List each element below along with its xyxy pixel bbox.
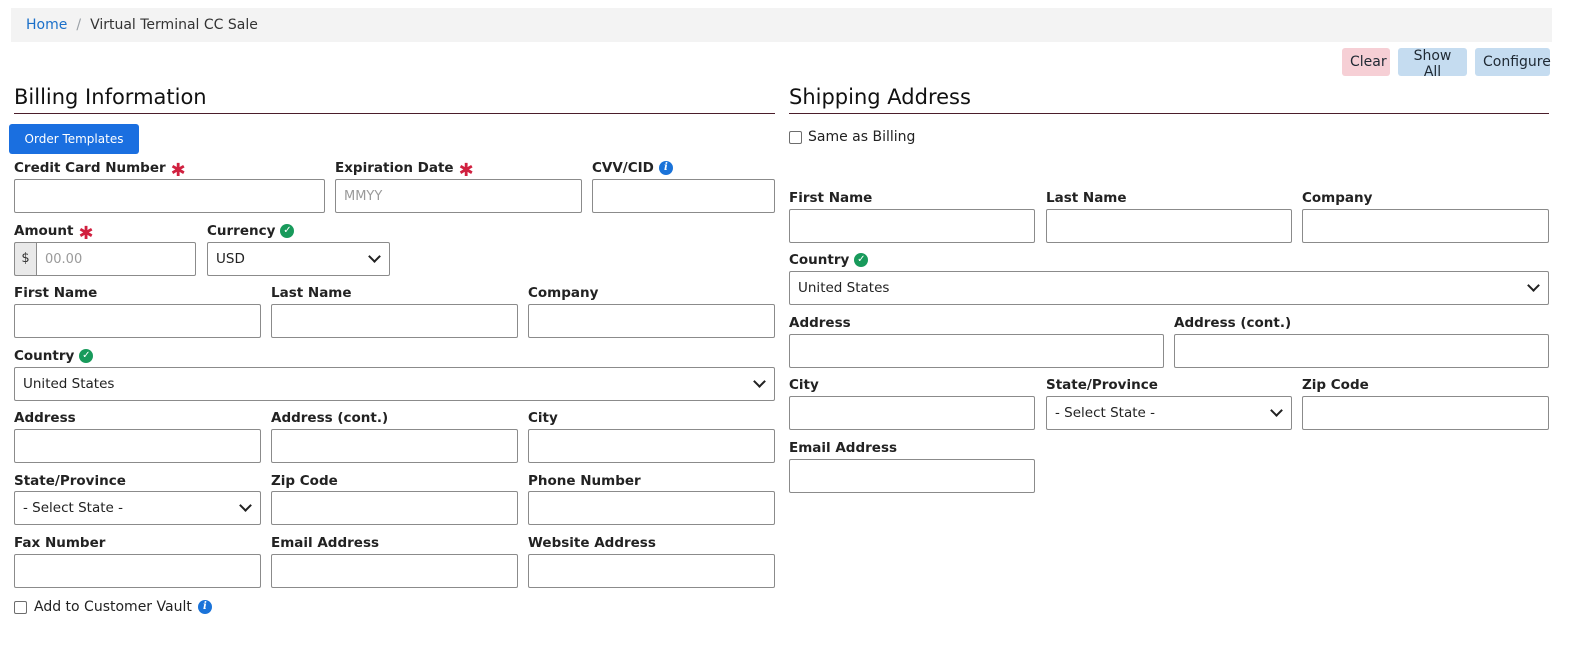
- asterisk-icon: ✱: [170, 160, 186, 181]
- credit-card-number-input[interactable]: [14, 179, 325, 213]
- billing-last-name-label: Last Name: [271, 285, 352, 301]
- same-as-billing-label: Same as Billing: [808, 129, 916, 145]
- cvv-label: CVV/CID i: [592, 160, 673, 176]
- billing-information-heading: Billing Information: [14, 84, 775, 114]
- billing-city-input[interactable]: [528, 429, 775, 463]
- billing-fax-label: Fax Number: [14, 535, 106, 551]
- chevron-down-icon: [1527, 279, 1540, 292]
- shipping-zip-input[interactable]: [1302, 396, 1549, 430]
- billing-first-name-input[interactable]: [14, 304, 261, 338]
- shipping-address-cont-label: Address (cont.): [1174, 315, 1292, 331]
- expiration-date-input[interactable]: [335, 179, 582, 213]
- shipping-address-input[interactable]: [789, 334, 1164, 368]
- billing-last-name-input[interactable]: [271, 304, 518, 338]
- shipping-address-cont-input[interactable]: [1174, 334, 1549, 368]
- shipping-country-select[interactable]: United States: [789, 271, 1549, 305]
- order-templates-button[interactable]: Order Templates: [9, 124, 139, 154]
- billing-company-label: Company: [528, 285, 599, 301]
- billing-address-cont-label: Address (cont.): [271, 410, 389, 426]
- billing-first-name-label: First Name: [14, 285, 98, 301]
- shipping-state-select[interactable]: - Select State -: [1046, 396, 1292, 430]
- billing-country-select[interactable]: United States: [14, 367, 775, 401]
- billing-address-cont-input[interactable]: [271, 429, 518, 463]
- chevron-down-icon: [753, 375, 766, 388]
- billing-state-select[interactable]: - Select State -: [14, 491, 261, 525]
- info-circle-icon[interactable]: i: [658, 161, 673, 175]
- billing-state-label: State/Province: [14, 473, 126, 489]
- info-circle-icon[interactable]: i: [197, 600, 212, 614]
- check-circle-icon: ✓: [854, 253, 869, 267]
- billing-fax-input[interactable]: [14, 554, 261, 588]
- shipping-email-input[interactable]: [789, 459, 1035, 493]
- currency-prefix: $: [14, 242, 36, 276]
- shipping-email-label: Email Address: [789, 440, 898, 456]
- shipping-city-input[interactable]: [789, 396, 1035, 430]
- billing-email-label: Email Address: [271, 535, 380, 551]
- expiration-date-label: Expiration Date ✱: [335, 160, 474, 181]
- cvv-input[interactable]: [592, 179, 775, 213]
- add-to-vault-label: Add to Customer Vault i: [34, 599, 212, 615]
- billing-address-input[interactable]: [14, 429, 261, 463]
- check-circle-icon: ✓: [280, 224, 295, 238]
- currency-select[interactable]: USD: [207, 242, 390, 276]
- asterisk-icon: ✱: [78, 223, 94, 244]
- currency-label: Currency ✓: [207, 223, 295, 239]
- amount-input[interactable]: [36, 242, 196, 276]
- breadcrumb: Home / Virtual Terminal CC Sale: [11, 8, 1552, 42]
- billing-city-label: City: [528, 410, 558, 426]
- show-all-button[interactable]: Show All: [1398, 48, 1467, 80]
- shipping-company-input[interactable]: [1302, 209, 1549, 243]
- shipping-country-label: Country ✓: [789, 252, 869, 268]
- billing-zip-input[interactable]: [271, 491, 518, 525]
- shipping-first-name-label: First Name: [789, 190, 873, 206]
- billing-address-label: Address: [14, 410, 76, 426]
- clear-button[interactable]: Clear: [1342, 48, 1390, 76]
- billing-company-input[interactable]: [528, 304, 775, 338]
- chevron-down-icon: [1270, 404, 1283, 417]
- shipping-company-label: Company: [1302, 190, 1373, 206]
- same-as-billing-checkbox[interactable]: [789, 131, 802, 144]
- billing-phone-input[interactable]: [528, 491, 775, 525]
- add-to-vault-checkbox[interactable]: [14, 601, 27, 614]
- shipping-zip-label: Zip Code: [1302, 377, 1369, 393]
- billing-email-input[interactable]: [271, 554, 518, 588]
- billing-website-label: Website Address: [528, 535, 656, 551]
- breadcrumb-separator: /: [76, 17, 82, 33]
- chevron-down-icon: [239, 499, 252, 512]
- shipping-city-label: City: [789, 377, 819, 393]
- configure-button[interactable]: Configure: [1475, 48, 1551, 76]
- shipping-last-name-label: Last Name: [1046, 190, 1127, 206]
- asterisk-icon: ✱: [458, 160, 474, 181]
- check-circle-icon: ✓: [79, 349, 94, 363]
- chevron-down-icon: [368, 250, 381, 263]
- breadcrumb-current: Virtual Terminal CC Sale: [90, 17, 258, 33]
- amount-label: Amount ✱: [14, 223, 94, 244]
- shipping-first-name-input[interactable]: [789, 209, 1035, 243]
- billing-phone-label: Phone Number: [528, 473, 641, 489]
- shipping-address-label: Address: [789, 315, 851, 331]
- breadcrumb-home-link[interactable]: Home: [26, 17, 68, 33]
- shipping-last-name-input[interactable]: [1046, 209, 1292, 243]
- billing-zip-label: Zip Code: [271, 473, 338, 489]
- billing-website-input[interactable]: [528, 554, 775, 588]
- billing-country-label: Country ✓: [14, 348, 94, 364]
- shipping-state-label: State/Province: [1046, 377, 1158, 393]
- credit-card-number-label: Credit Card Number ✱: [14, 160, 186, 181]
- shipping-address-heading: Shipping Address: [789, 84, 1549, 114]
